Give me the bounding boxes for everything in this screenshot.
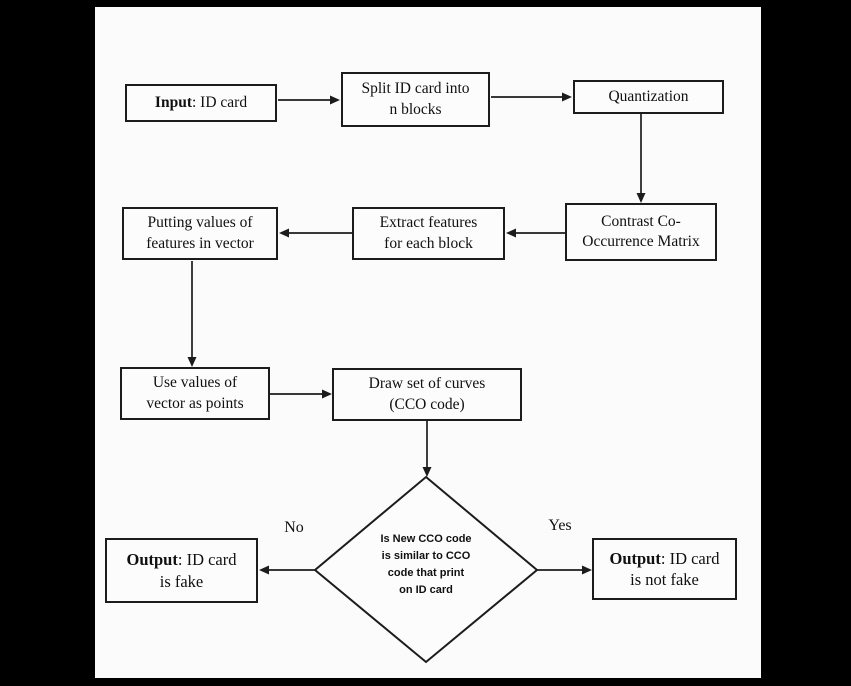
node-output-not-fake: Output: ID card is not fake xyxy=(592,538,737,600)
node-label: Output: ID card xyxy=(609,548,720,568)
node-label: Contrast Co- xyxy=(601,212,681,230)
node-label-bold: Input xyxy=(154,93,192,111)
node-label: features in vector xyxy=(146,234,254,252)
decision-node-text: Is New CCO code is similar to CCO code t… xyxy=(356,531,496,599)
node-label: Occurrence Matrix xyxy=(582,233,700,250)
node-contrast-cooccurrence-matrix: Contrast Co- Occurrence Matrix xyxy=(565,203,717,261)
node-label-bold: Output xyxy=(126,550,178,570)
node-vector-as-points: Use values of vector as points xyxy=(120,367,270,420)
decision-line: code that print xyxy=(387,567,465,579)
node-draw-curves-cco: Draw set of curves (CCO code) xyxy=(332,368,522,421)
node-label: n blocks xyxy=(389,100,442,118)
node-label: Draw set of curves xyxy=(368,375,486,393)
decision-line: is similar to CCO xyxy=(381,550,471,562)
node-label: (CCO code) xyxy=(389,395,465,413)
node-extract-features: Extract features for each block xyxy=(352,207,505,260)
node-label: Quantization xyxy=(608,87,689,105)
node-label: for each block xyxy=(384,234,473,252)
node-split-blocks: Split ID card into n blocks xyxy=(341,72,490,127)
node-label: vector as points xyxy=(146,394,244,412)
node-output-fake: Output: ID card is fake xyxy=(105,538,258,603)
node-label: is fake xyxy=(159,571,204,591)
node-values-in-vector: Putting values of features in vector xyxy=(122,207,278,260)
node-label: Output: ID card xyxy=(126,550,237,570)
node-label: is not fake xyxy=(630,570,699,589)
edge-label-yes: Yes xyxy=(548,517,572,534)
node-label: Input: ID card xyxy=(154,93,248,111)
node-label-bold: Output xyxy=(609,548,661,568)
node-label: Split ID card into xyxy=(361,80,470,98)
node-label: Use values of xyxy=(152,374,238,392)
decision-line: on ID card xyxy=(399,584,453,596)
node-quantization: Quantization xyxy=(573,80,724,114)
edge-label-no: No xyxy=(284,519,304,536)
node-label: Putting values of xyxy=(147,214,253,232)
node-label: Extract features xyxy=(379,214,478,232)
node-input-id-card: Input: ID card xyxy=(125,84,277,122)
decision-line: Is New CCO code xyxy=(380,533,472,545)
